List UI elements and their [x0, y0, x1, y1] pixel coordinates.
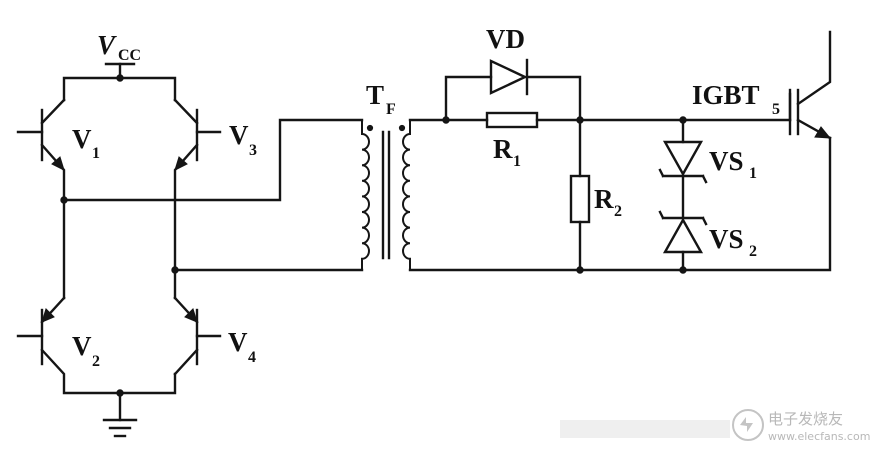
v1-label-sub: 1 — [92, 145, 100, 162]
v4-label: V — [228, 327, 248, 357]
node-a-wire — [62, 118, 364, 202]
igbt-collector — [796, 30, 832, 106]
primary-winding — [361, 120, 370, 270]
secondary-winding — [402, 120, 411, 270]
vd-left-lead — [444, 75, 493, 122]
v2-emitter-arrow — [41, 308, 55, 323]
v4-label-sub: 4 — [248, 349, 256, 366]
v4-emitter — [173, 348, 199, 376]
primary-dot — [366, 124, 374, 132]
diode-vd — [489, 58, 529, 96]
igbt-label: IGBT — [692, 80, 760, 110]
watermark-brand: 电子发烧友 — [768, 410, 843, 428]
vs2-label: VS — [709, 224, 744, 254]
watermark-blur-bar — [560, 420, 730, 438]
vs1-label: VS — [709, 146, 744, 176]
v3-emitter-arrow — [174, 156, 188, 171]
push-pull-bridge — [16, 62, 364, 438]
secondary-dot — [398, 124, 406, 132]
r1-label-sub: 1 — [513, 153, 521, 170]
node-r2-bottom — [576, 266, 584, 274]
tf-label: T — [366, 80, 384, 110]
vd-label: VD — [486, 24, 525, 54]
v3-collector — [173, 98, 199, 125]
output-stage — [408, 30, 832, 274]
vcc-label: V — [97, 30, 117, 60]
v1-collector — [40, 98, 66, 125]
zener-vs1 — [658, 140, 708, 184]
v3-label: V — [229, 120, 249, 150]
tf-label-sub: F — [386, 101, 396, 118]
v2-label: V — [72, 331, 92, 361]
vd-right-lead — [525, 75, 582, 122]
igbt-label-sub: 5 — [772, 101, 780, 118]
watermark-url: www.elecfans.com — [768, 430, 870, 443]
v1-emitter — [40, 143, 66, 202]
zener-vs1-triangle — [662, 140, 704, 177]
vs1-label-sub: 1 — [749, 165, 757, 182]
transistor-v3 — [173, 98, 222, 272]
v2-emitter — [40, 348, 177, 395]
vs2-label-sub: 2 — [749, 243, 757, 260]
transistor-v4 — [173, 296, 222, 376]
v1-label: V — [72, 124, 92, 154]
vcc-node — [116, 74, 124, 82]
r1-label: R — [493, 134, 513, 164]
resistor-r2 — [569, 174, 591, 224]
transformer-tf — [361, 120, 411, 270]
labels: V CC V 1 V 3 V 2 V 4 T F VD R 1 R 2 VS 1… — [72, 24, 780, 370]
watermark: 电子发烧友 www.elecfans.com — [560, 409, 870, 443]
resistor-r1 — [485, 111, 539, 129]
igbt-emitter-arrow — [814, 126, 832, 139]
v3-label-sub: 3 — [249, 142, 257, 159]
v4-emitter-arrow — [184, 308, 198, 323]
ground-icon — [102, 389, 138, 438]
vcc-label-sub: CC — [118, 47, 141, 64]
zener-vs2 — [658, 210, 708, 254]
r2-label: R — [594, 184, 614, 214]
v2-label-sub: 2 — [92, 353, 100, 370]
transistor-v2 — [16, 296, 177, 395]
zener-vs2-triangle — [662, 217, 704, 254]
r2-label-sub: 2 — [614, 203, 622, 220]
bottom-bus — [408, 136, 832, 272]
diode-vd-triangle — [489, 59, 528, 95]
transistor-v1 — [16, 98, 66, 202]
igbt5 — [788, 30, 832, 140]
watermark-logo-icon — [732, 409, 764, 441]
v1-emitter-arrow — [51, 156, 65, 171]
